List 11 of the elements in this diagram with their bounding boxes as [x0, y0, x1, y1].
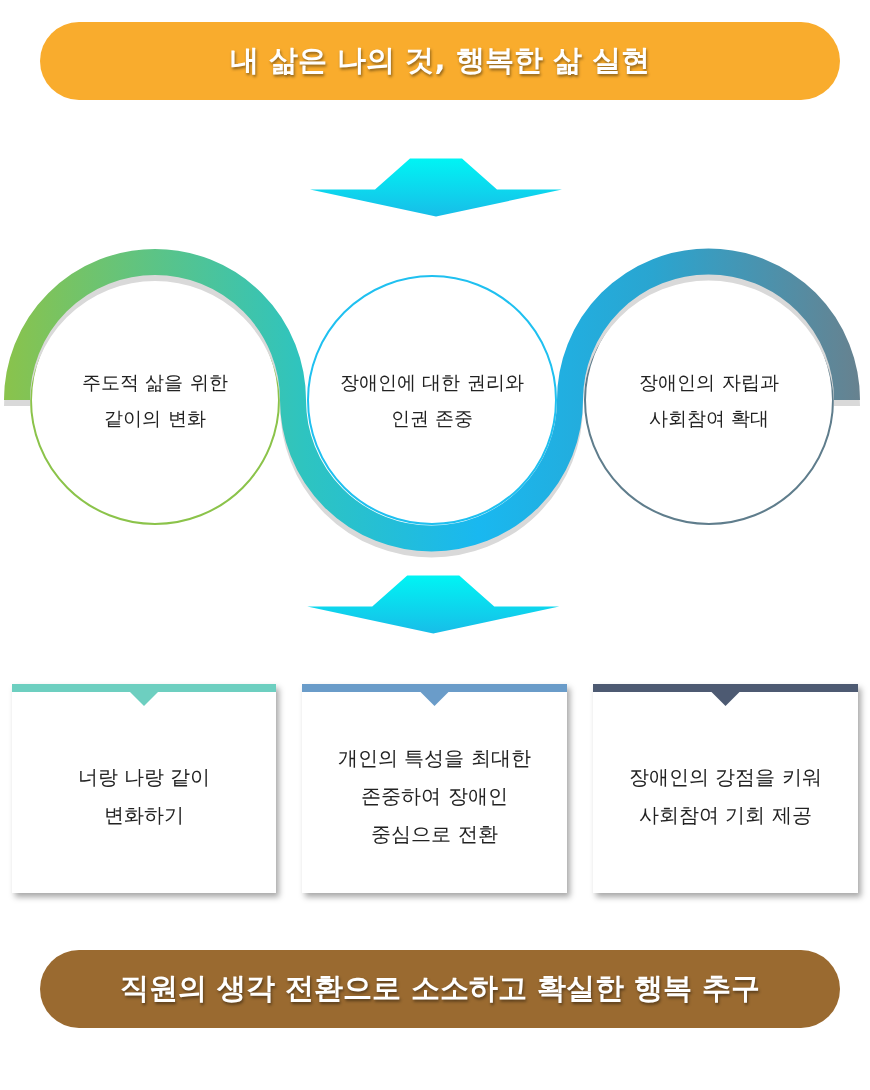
banner-text: 내 삶은 나의 것, 행복한 삶 실현 — [230, 42, 650, 79]
text-box — [12, 684, 276, 893]
node-label: 장애인의 자립과 사회참여 확대 — [638, 370, 780, 431]
node-label: 너랑 나랑 같이 변화하기 — [76, 763, 212, 829]
node-label: 주도적 삶을 위한 같이의 변화 — [81, 370, 229, 431]
text-box — [593, 684, 858, 893]
text-box — [302, 684, 567, 893]
banner-text: 직원의 생각 전환으로 소소하고 확실한 행복 추구 — [119, 970, 761, 1007]
node-label: 장애인의 강점을 키워 사회참여 기회 제공 — [628, 763, 823, 829]
node-label: 개인의 특성을 최대한 존중하여 장애인 중심으로 전환 — [337, 744, 532, 848]
node-label: 장애인에 대한 권리와 인권 존중 — [339, 370, 525, 431]
